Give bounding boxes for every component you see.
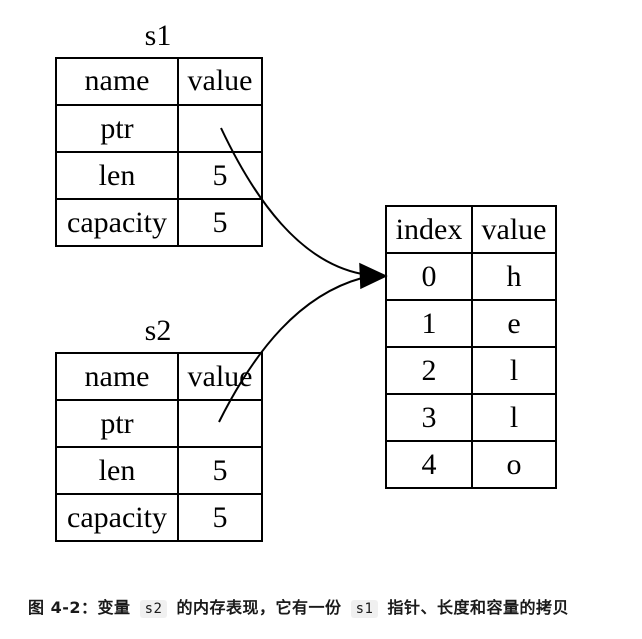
memory-diagram: s1 name value ptr len 5 capacity 5 s2 na… bbox=[55, 19, 557, 542]
caption-suffix: 指针、长度和容量的拷贝 bbox=[387, 598, 570, 617]
s1-row-ptr-name: ptr bbox=[100, 112, 133, 145]
heap-row-4-index: 4 bbox=[422, 448, 437, 481]
heap-row-1-index: 1 bbox=[422, 307, 437, 340]
s1-header-value: value bbox=[188, 64, 253, 97]
s2-title: s2 bbox=[145, 314, 172, 347]
s1-table: s1 name value ptr len 5 capacity 5 bbox=[55, 19, 263, 247]
figure-caption: 图 4-2：变量 s2 的内存表现，它有一份 s1 指针、长度和容量的拷贝 bbox=[28, 594, 569, 618]
s2-row-ptr-name: ptr bbox=[100, 407, 133, 440]
s1-row-len-name: len bbox=[99, 159, 136, 192]
heap-table: index value 0 h 1 e 2 l 3 l 4 o bbox=[385, 205, 557, 489]
s2-header-name: name bbox=[85, 360, 150, 393]
heap-row-0-value-cell bbox=[471, 252, 557, 301]
caption-middle: 的内存表现，它有一份 bbox=[176, 598, 342, 617]
caption-code-s1: s1 bbox=[350, 600, 379, 618]
s1-ptr-arrow bbox=[220, 127, 363, 275]
s2-header-value: value bbox=[188, 360, 253, 393]
s2-row-ptr-value-cell bbox=[177, 399, 263, 448]
heap-row-2-index: 2 bbox=[422, 354, 437, 387]
heap-row-3-value-cell bbox=[471, 393, 557, 442]
heap-row-2-index-cell bbox=[385, 346, 473, 395]
heap-row-3-value: l bbox=[510, 401, 518, 434]
heap-header-index: index bbox=[396, 213, 463, 246]
s2-row-capacity-value: 5 bbox=[213, 501, 228, 534]
heap-row-3-index: 3 bbox=[422, 401, 437, 434]
s2-row-ptr-name-cell bbox=[55, 399, 179, 448]
heap-row-3-index-cell bbox=[385, 393, 473, 442]
s2-row-capacity-name-cell bbox=[55, 493, 179, 542]
heap-row-1-index-cell bbox=[385, 299, 473, 348]
s1-title: s1 bbox=[145, 19, 172, 52]
heap-row-2-value-cell bbox=[471, 346, 557, 395]
heap-row-0-value: h bbox=[507, 260, 522, 293]
caption-code-s2: s2 bbox=[139, 600, 168, 618]
s1-row-capacity-name: capacity bbox=[67, 206, 167, 239]
s2-row-len-name: len bbox=[99, 454, 136, 487]
heap-row-1-value: e bbox=[507, 307, 520, 340]
s1-row-capacity-value-cell bbox=[177, 198, 263, 247]
s2-ptr-arrow bbox=[218, 277, 363, 423]
heap-row-4-value: o bbox=[507, 448, 522, 481]
s2-header-name-cell bbox=[55, 352, 179, 401]
heap-row-2-value: l bbox=[510, 354, 518, 387]
heap-header-value: value bbox=[482, 213, 547, 246]
heap-header-value-cell bbox=[471, 205, 557, 254]
s1-row-len-value: 5 bbox=[213, 159, 228, 192]
heap-row-0-index: 0 bbox=[422, 260, 437, 293]
s1-row-ptr-value-cell bbox=[177, 104, 263, 153]
s1-row-capacity-name-cell bbox=[55, 198, 179, 247]
s1-header-name-cell bbox=[55, 57, 179, 106]
caption-prefix: 图 4-2：变量 bbox=[28, 598, 131, 617]
arrowhead-icon bbox=[359, 262, 388, 290]
s2-row-len-value-cell bbox=[177, 446, 263, 495]
s2-table: s2 name value ptr len 5 capacity 5 bbox=[55, 314, 263, 542]
s2-row-capacity-value-cell bbox=[177, 493, 263, 542]
s2-row-len-value: 5 bbox=[213, 454, 228, 487]
s1-row-capacity-value: 5 bbox=[213, 206, 228, 239]
heap-row-1-value-cell bbox=[471, 299, 557, 348]
heap-row-4-index-cell bbox=[385, 440, 473, 489]
s1-header-name: name bbox=[85, 64, 150, 97]
s2-row-capacity-name: capacity bbox=[67, 501, 167, 534]
heap-row-4-value-cell bbox=[471, 440, 557, 489]
